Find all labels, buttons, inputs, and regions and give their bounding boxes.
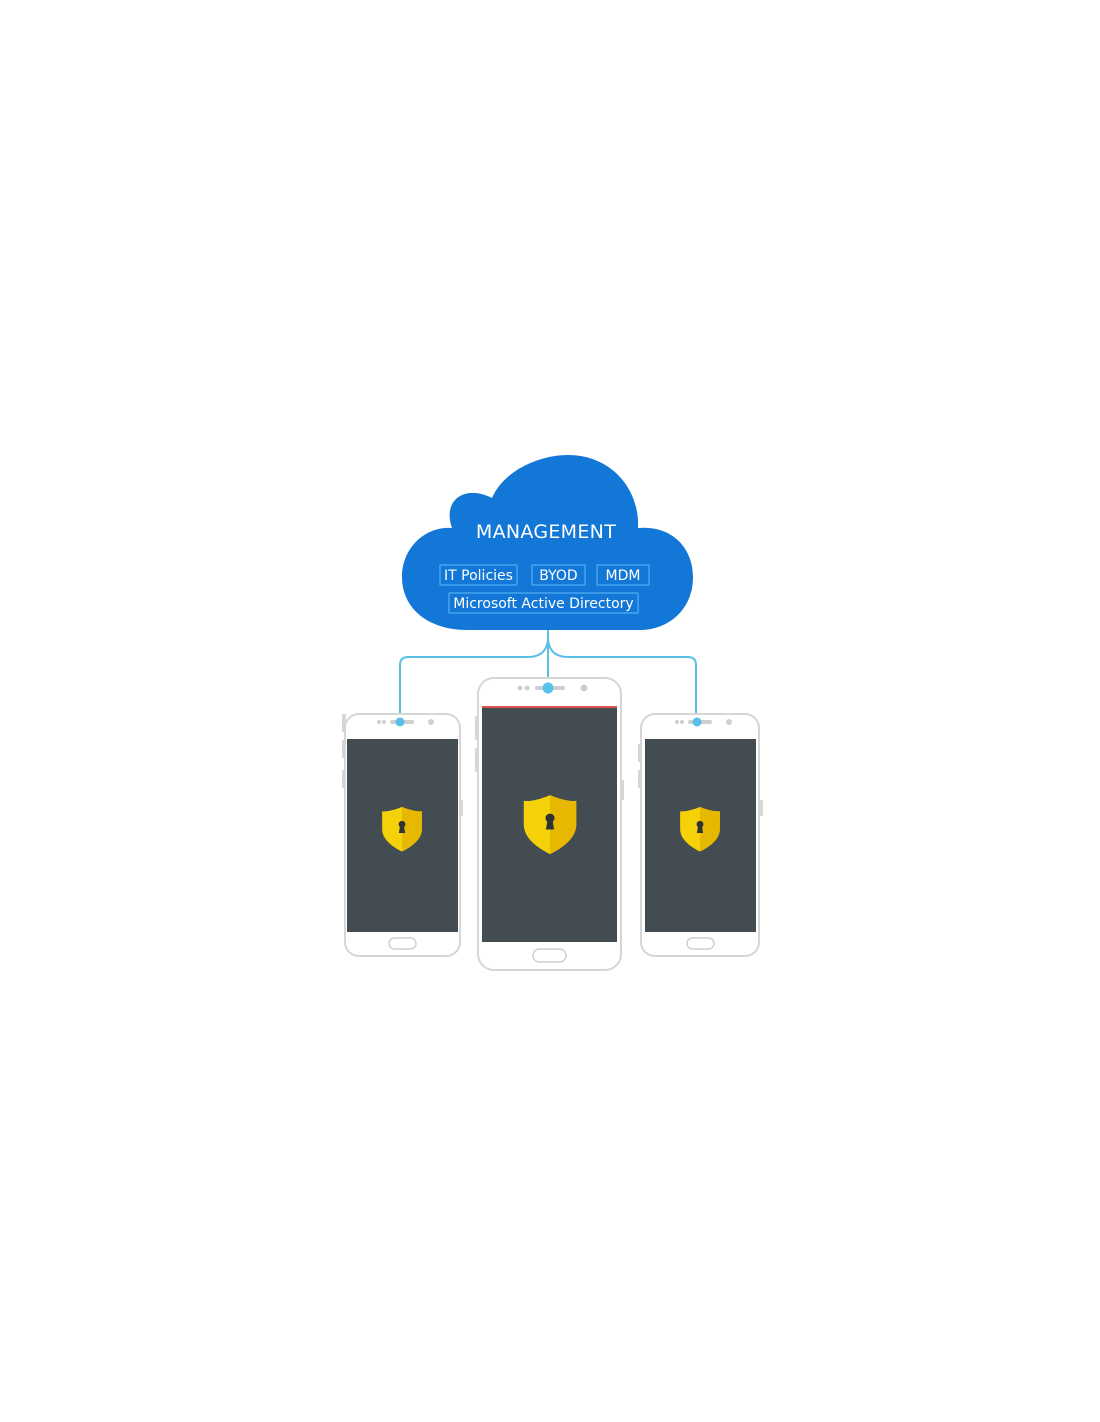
tag-label: Microsoft Active Directory <box>453 596 633 612</box>
tag-label: IT Policies <box>444 568 513 584</box>
tag-microsoft-active-directory: Microsoft Active Directory <box>448 592 639 614</box>
phone-left <box>342 713 463 957</box>
cloud-shape <box>402 455 693 630</box>
tag-label: BYOD <box>539 568 577 584</box>
connector-right <box>547 639 697 722</box>
phone-center <box>475 677 624 971</box>
tag-byod: BYOD <box>531 564 586 586</box>
connector-left <box>399 639 549 722</box>
tag-mdm: MDM <box>596 564 650 586</box>
cloud-title: MANAGEMENT <box>476 521 616 543</box>
management-cloud: MANAGEMENT IT Policies BYOD MDM Microsof… <box>402 455 693 630</box>
tag-it-policies: IT Policies <box>439 564 518 586</box>
phone-right <box>638 713 763 957</box>
tag-label: MDM <box>606 568 641 584</box>
